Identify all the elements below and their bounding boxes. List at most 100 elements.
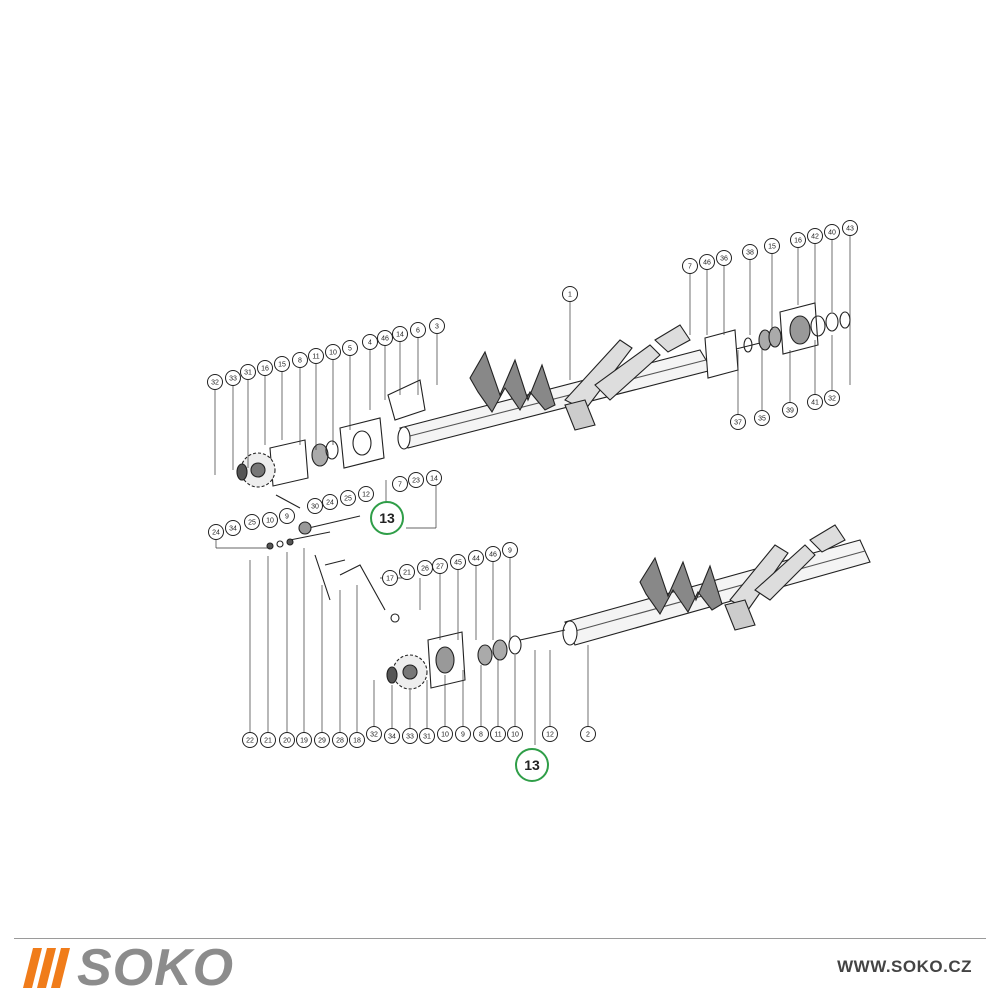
bottom-part-callout: 32 [366,726,382,742]
callout-number: 39 [786,408,794,415]
highlight-part-13[interactable]: 13 [370,501,404,535]
top-part-callout: 1 [562,286,578,302]
callout-number: 23 [412,478,420,485]
callout-number: 9 [285,514,289,521]
callout-number: 3 [435,324,439,331]
bottom-part-callout: 12 [542,726,558,742]
callout-number: 16 [794,238,802,245]
callout-number: 15 [278,362,286,369]
callout-number: 21 [403,570,411,577]
callout-number: 15 [768,244,776,251]
bottom-part-callout: 27 [432,558,448,574]
top-part-callout: 25 [244,514,260,530]
callout-number: 12 [546,732,554,739]
top-shaft [236,302,851,535]
top-part-callout: 8 [292,352,308,368]
callout-number: 10 [511,732,519,739]
callout-number: 10 [441,732,449,739]
callout-number: 42 [811,234,819,241]
callout-number: 9 [461,732,465,739]
top-part-callout: 24 [322,494,338,510]
bottom-part-callout: 2 [580,726,596,742]
callout-number: 24 [212,530,220,537]
callout-number: 11 [312,354,319,361]
callout-number: 10 [266,518,274,525]
top-part-callout: 4 [362,334,378,350]
callout-number: 4 [368,340,372,347]
top-part-callout: 9 [279,508,295,524]
bottom-part-callout: 8 [473,726,489,742]
callout-number: 26 [421,566,429,573]
bottom-part-callout: 44 [468,550,484,566]
top-part-callout: 15 [274,356,290,372]
top-part-callout: 16 [790,232,806,248]
callout-number: 6 [416,328,420,335]
top-part-callout: 31 [240,364,256,380]
callout-number: 24 [326,500,334,507]
callout-number: 45 [454,560,462,567]
bottom-part-callout: 10 [437,726,453,742]
callout-number: 7 [688,264,692,271]
bottom-part-callout: 19 [296,732,312,748]
bottom-part-callout: 21 [399,564,415,580]
bottom-part-callout: 26 [417,560,433,576]
top-part-callout: 46 [377,330,393,346]
callout-number: 18 [353,738,361,745]
callout-number: 16 [261,366,269,373]
callout-number: 38 [746,250,754,257]
callout-number: 32 [211,380,219,387]
top-part-callout: 16 [257,360,273,376]
top-part-callout: 15 [764,238,780,254]
top-part-callout: 14 [426,470,442,486]
callout-number: 29 [318,738,326,745]
highlight-number: 13 [524,757,540,773]
bottom-part-callout: 20 [279,732,295,748]
callout-number: 31 [244,370,252,377]
bottom-part-callout: 46 [485,546,501,562]
callout-number: 36 [720,256,728,263]
website-link[interactable]: WWW.SOKO.CZ [837,957,972,976]
top-part-callout: 46 [699,254,715,270]
callout-number: 41 [811,400,819,407]
callout-number: 31 [423,734,431,741]
top-part-callout: 33 [225,370,241,386]
bottom-part-callout: 18 [349,732,365,748]
top-part-callout: 24 [208,524,224,540]
callout-number: 10 [329,350,337,357]
top-part-callout: 10 [262,512,278,528]
callout-number: 46 [489,552,497,559]
bottom-part-callout: 28 [332,732,348,748]
callout-number: 5 [348,346,352,353]
callout-number: 17 [386,576,394,583]
top-part-callout: 35 [754,410,770,426]
highlight-part-13[interactable]: 13 [515,748,549,782]
callout-number: 44 [472,556,480,563]
top-part-callout: 43 [842,220,858,236]
exploded-parts-diagram: 1361446451011815163133322434251093024251… [207,220,871,782]
top-part-callout: 34 [225,520,241,536]
top-part-callout: 39 [782,402,798,418]
callout-number: 14 [396,332,404,339]
callout-number: 35 [758,416,766,423]
bottom-part-callout: 33 [402,728,418,744]
bottom-part-callout: 17 [382,570,398,586]
top-part-callout: 25 [340,490,356,506]
callout-number: 46 [381,336,389,343]
bottom-part-callout: 10 [507,726,523,742]
callout-number: 9 [508,548,512,555]
top-part-callout: 32 [207,374,223,390]
footer-divider [14,938,986,939]
top-part-callout: 5 [342,340,358,356]
callout-number: 8 [479,732,483,739]
callout-number: 14 [430,476,438,483]
callout-number: 30 [311,504,319,511]
bottom-part-callout: 31 [419,728,435,744]
top-part-callout: 7 [682,258,698,274]
soko-logo[interactable]: SOKO [23,942,234,994]
callout-number: 33 [229,376,237,383]
bottom-part-callout: 34 [384,728,400,744]
bottom-part-callout: 21 [260,732,276,748]
bottom-shaft [266,524,871,690]
callout-number: 32 [370,732,378,739]
